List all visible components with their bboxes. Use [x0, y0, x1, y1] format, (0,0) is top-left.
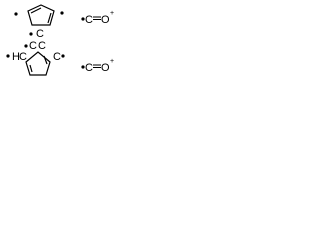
bottom-ring-hydrogen-label: H [12, 51, 20, 63]
bottom-ring-radical-dot [6, 54, 10, 58]
top-cyclopentadienyl-ring: C [14, 4, 64, 40]
bottom-cyclopentadienyl-ring: H C C C C [6, 40, 65, 76]
bottom-ring-carbon-label: C [38, 40, 46, 52]
bottom-carbonyl-group: C O + [81, 58, 114, 74]
top-ring-carbon-label: C [36, 28, 44, 40]
bottom-carbonyl-radical-dot [81, 65, 85, 69]
top-carbonyl-radical-dot [81, 17, 85, 21]
bottom-ring-double-bond [29, 64, 33, 73]
bottom-ring-radical-dot [61, 54, 65, 58]
bottom-ring-bonds [25, 51, 51, 76]
bottom-carbonyl-oxygen-label: O [101, 62, 110, 74]
bottom-ring-double-bond [43, 55, 48, 65]
top-carbonyl-oxygen-label: O [101, 14, 110, 26]
top-ring-radical-dot [60, 11, 64, 15]
molecule-structure-diagram: C H C C C C C O + C O + [6, 4, 114, 76]
top-ring-bonds [27, 4, 55, 26]
bottom-carbonyl-carbon-label: C [85, 62, 93, 74]
top-ring-radical-dot [14, 12, 18, 16]
bottom-ring-radical-dot [24, 44, 28, 48]
bottom-ring-carbon-label: C [53, 51, 61, 63]
bottom-ring-carbon-label: C [19, 51, 27, 63]
top-ring-double-bond [47, 12, 52, 24]
bottom-carbonyl-charge-label: + [110, 58, 114, 65]
top-carbonyl-carbon-label: C [85, 14, 93, 26]
top-carbonyl-charge-label: + [110, 10, 114, 17]
top-ring-radical-dot [29, 32, 33, 36]
bottom-ring-carbon-label: C [29, 40, 37, 52]
top-ring-double-bond [30, 7, 42, 14]
top-carbonyl-group: C O + [81, 10, 114, 26]
